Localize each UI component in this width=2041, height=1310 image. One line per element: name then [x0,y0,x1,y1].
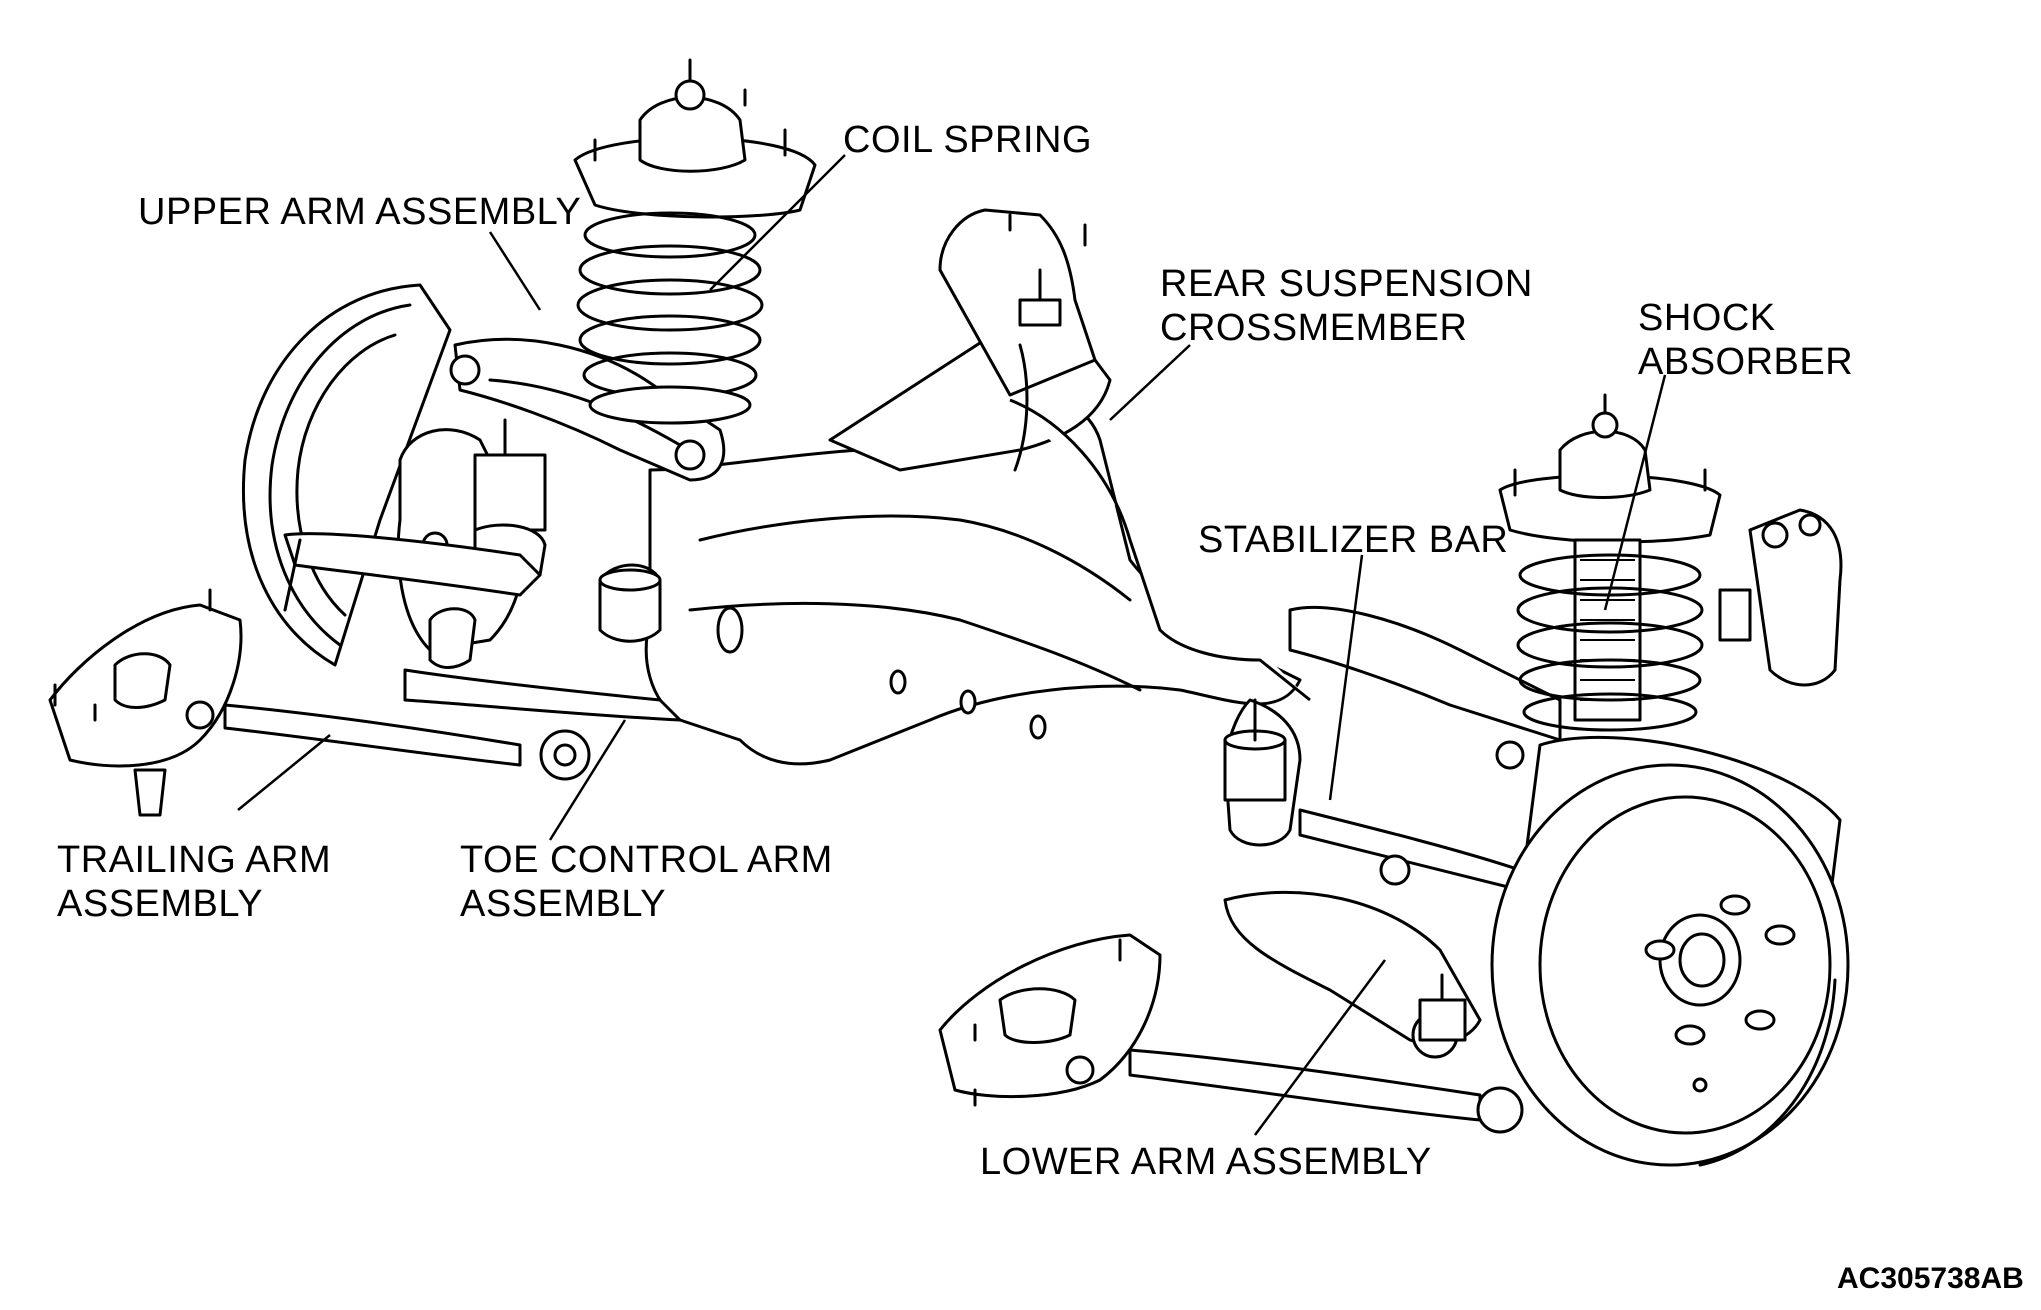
left-knuckle [396,418,547,652]
label-crossmember-line2: CROSSMEMBER [1160,307,1468,349]
label-toe-control-line2: ASSEMBLY [460,883,667,925]
label-trailing-arm-line2: ASSEMBLY [57,883,264,925]
upper-arm [449,337,726,482]
left-bushings [428,563,662,669]
right-shock-absorber [1498,393,1722,732]
label-coil-spring: COIL SPRING [843,119,1093,161]
left-toe-control-arm [283,532,682,722]
left-dust-shield [242,283,452,667]
label-shock-line1: SHOCK [1638,297,1776,339]
figure-code: AC305738AB [1837,1262,2024,1295]
label-upper-arm-assembly: UPPER ARM ASSEMBLY [138,191,582,233]
label-trailing-arm-line1: TRAILING ARM [57,839,332,881]
right-trailing-arm [938,933,1524,1134]
leader-lines [237,154,1667,1136]
label-shock-line2: ABSORBER [1638,341,1854,383]
right-knuckle [1718,508,1843,687]
left-trailing-arm [48,588,591,817]
left-coil-spring [573,58,817,425]
label-toe-control-line1: TOE CONTROL ARM [460,839,833,881]
label-lower-arm-assembly: LOWER ARM ASSEMBLY [980,1141,1432,1183]
right-linkage [1223,605,1562,892]
crossmember [644,208,1311,766]
label-crossmember-line1: REAR SUSPENSION [1160,263,1533,305]
right-lower-arm [1223,890,1482,1059]
label-stabilizer-bar: STABILIZER BAR [1198,519,1509,561]
right-brake-rotor [1490,735,1850,1167]
